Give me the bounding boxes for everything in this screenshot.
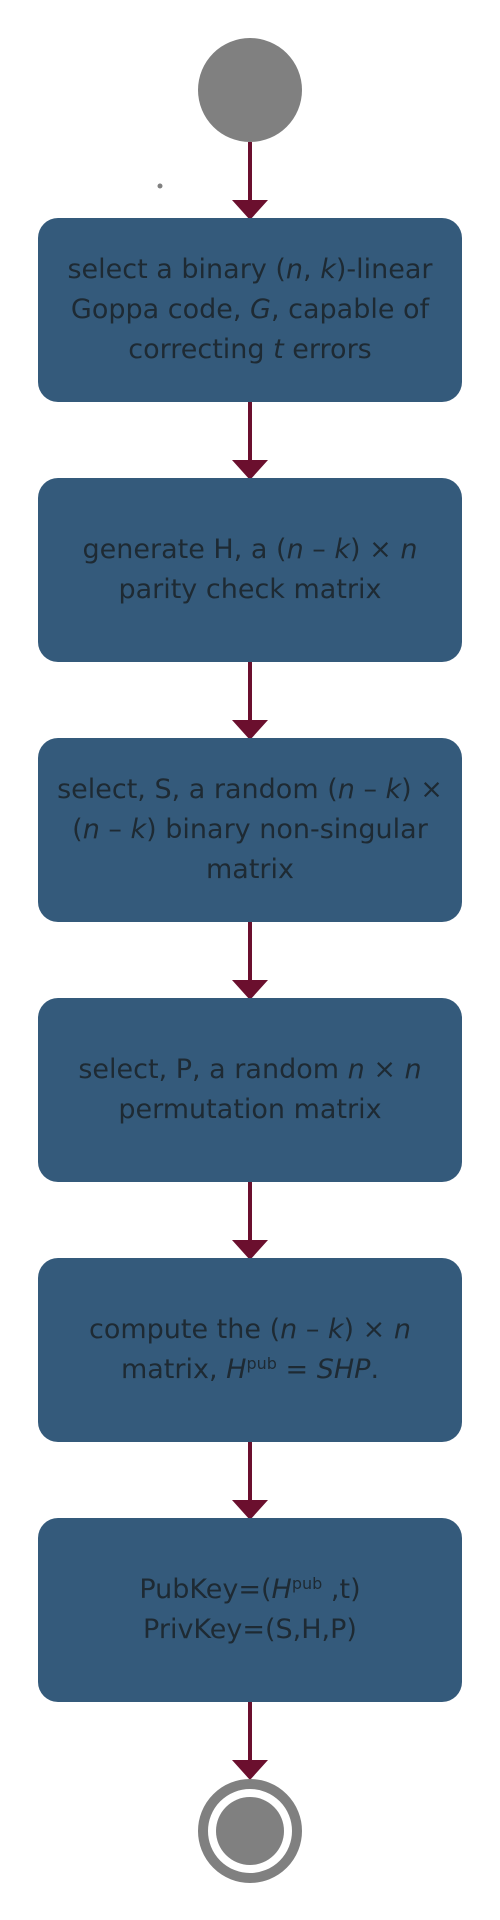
- text-run: ) ×: [350, 534, 401, 565]
- math-var: G: [250, 294, 271, 325]
- math-var: t: [273, 334, 284, 365]
- arrow-step-3-to-step-4: [232, 922, 268, 1000]
- text-line: matrix, Hpub = SHP.: [89, 1350, 411, 1390]
- text-run: ) ×: [401, 774, 443, 805]
- math-var: n: [337, 774, 355, 805]
- text-run: , capable of: [270, 294, 430, 325]
- text-run: permutation matrix: [118, 1094, 382, 1125]
- arrow-step-6-to-end: [232, 1702, 268, 1780]
- text-run: PubKey=(: [139, 1574, 272, 1605]
- text-run: .: [370, 1354, 380, 1385]
- text-line: Goppa code, G, capable of: [67, 290, 432, 330]
- text-run: ,: [303, 254, 321, 285]
- text-line: select, P, a random n × n: [78, 1050, 421, 1090]
- step-compute-public-matrix: compute the (n – k) × n matrix, Hpub = S…: [38, 1258, 462, 1442]
- text-run: generate H, a (: [82, 534, 287, 565]
- text-run: select, P, a random: [78, 1054, 348, 1085]
- arrow-step-5-to-step-6: [232, 1442, 268, 1520]
- text-run: ×: [364, 1054, 405, 1085]
- text-run: ,t): [322, 1574, 361, 1605]
- superscript: pub: [291, 1574, 323, 1593]
- math-var: k: [334, 534, 350, 565]
- arrow-step-2-to-step-3: [232, 662, 268, 740]
- text-line: (n – k) binary non-singular: [57, 810, 443, 850]
- text-run: select a binary (: [67, 254, 286, 285]
- step-select-goppa-code: select a binary (n, k)-linear Goppa code…: [38, 218, 462, 402]
- math-var: n: [347, 1054, 365, 1085]
- text-line: PubKey=(Hpub ,t): [139, 1570, 360, 1610]
- text-run: –: [303, 534, 335, 565]
- arrow-step-4-to-step-5: [232, 1182, 268, 1260]
- math-var: k: [130, 814, 147, 845]
- arrow-step-1-to-step-2: [232, 402, 268, 480]
- start-node: [198, 38, 302, 142]
- text-run: (: [72, 814, 83, 845]
- math-var: n: [404, 1054, 422, 1085]
- math-var: n: [82, 814, 100, 845]
- step-label: generate H, a (n – k) × n parity check m…: [83, 530, 418, 610]
- text-run: correcting: [128, 334, 274, 365]
- stray-mark: [157, 183, 163, 189]
- math-var: SHP: [316, 1354, 371, 1385]
- math-var: n: [280, 1314, 298, 1345]
- math-var: k: [327, 1314, 344, 1345]
- text-run: errors: [283, 334, 372, 365]
- step-label: select, P, a random n × n permutation ma…: [78, 1050, 421, 1130]
- text-run: compute the (: [88, 1314, 281, 1345]
- math-var: H: [271, 1574, 292, 1605]
- step-select-permutation-matrix: select, P, a random n × n permutation ma…: [38, 998, 462, 1182]
- step-generate-parity-check-matrix: generate H, a (n – k) × n parity check m…: [38, 478, 462, 662]
- math-var: n: [285, 254, 304, 285]
- math-var: n: [400, 534, 418, 565]
- end-node: [198, 1779, 302, 1883]
- text-line: PrivKey=(S,H,P): [139, 1610, 360, 1650]
- step-select-nonsingular-matrix: select, S, a random (n – k) × (n – k) bi…: [38, 738, 462, 922]
- text-run: select, S, a random (: [57, 774, 338, 805]
- arrow-start-to-step-1: [232, 142, 268, 220]
- text-line: compute the (n – k) × n: [89, 1310, 411, 1350]
- text-line: select, S, a random (n – k) ×: [57, 770, 443, 810]
- step-label: select, S, a random (n – k) × (n – k) bi…: [57, 770, 443, 890]
- text-run: ) ×: [343, 1314, 394, 1345]
- text-run: )-linear: [335, 254, 433, 285]
- math-var: k: [320, 254, 336, 285]
- text-line: permutation matrix: [78, 1090, 421, 1130]
- math-var: k: [385, 774, 402, 805]
- text-line: correcting t errors: [67, 330, 432, 370]
- superscript: pub: [246, 1354, 277, 1373]
- math-var: H: [226, 1354, 247, 1385]
- text-line: generate H, a (n – k) × n: [83, 530, 418, 570]
- text-line: select a binary (n, k)-linear: [67, 250, 432, 290]
- text-run: PrivKey=(S,H,P): [143, 1614, 357, 1645]
- text-run: –: [99, 814, 131, 845]
- step-label: PubKey=(Hpub ,t) PrivKey=(S,H,P): [139, 1570, 360, 1650]
- text-line: matrix: [57, 850, 443, 890]
- step-output-keys: PubKey=(Hpub ,t) PrivKey=(S,H,P): [38, 1518, 462, 1702]
- step-label: select a binary (n, k)-linear Goppa code…: [67, 250, 432, 370]
- text-run: Goppa code,: [70, 294, 251, 325]
- text-run: =: [276, 1354, 317, 1385]
- text-run: –: [354, 774, 386, 805]
- text-run: ) binary non-singular: [146, 814, 428, 845]
- text-run: parity check matrix: [118, 574, 382, 605]
- math-var: n: [286, 534, 304, 565]
- text-run: –: [297, 1314, 328, 1345]
- text-line: parity check matrix: [83, 570, 418, 610]
- text-run: matrix,: [120, 1354, 227, 1385]
- step-label: compute the (n – k) × n matrix, Hpub = S…: [89, 1310, 411, 1390]
- text-run: matrix: [205, 854, 294, 885]
- math-var: n: [393, 1314, 411, 1345]
